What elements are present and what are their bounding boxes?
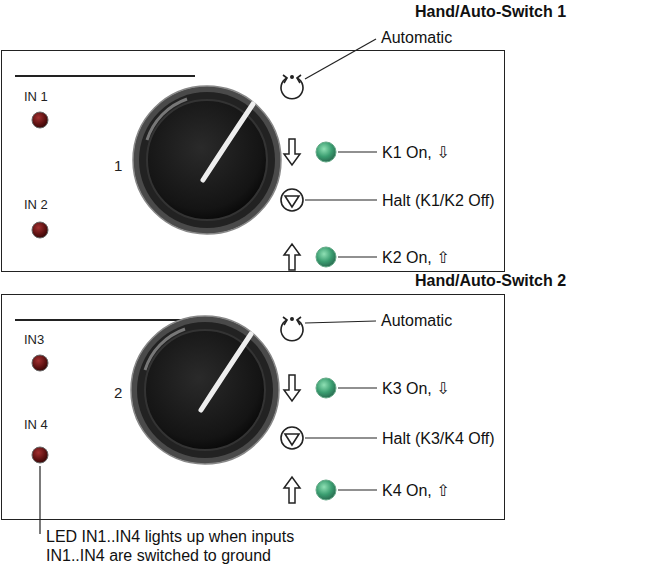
input-label: IN 1 (24, 89, 48, 104)
mode-label: Halt (K3/K4 Off) (382, 429, 495, 448)
panel-1-art (15, 39, 377, 270)
input-label: IN 4 (24, 417, 48, 432)
switch-number: 1 (114, 157, 122, 174)
mode-label: K2 On, ⇧ (382, 248, 450, 267)
switch-title: Hand/Auto-Switch 1 (415, 2, 566, 21)
mode-label: Halt (K1/K2 Off) (382, 191, 495, 210)
switch-title: Hand/Auto-Switch 2 (415, 271, 566, 290)
mode-label: K3 On, ⇩ (382, 379, 450, 398)
mode-label: Automatic (381, 311, 452, 330)
note-text: LED IN1..IN4 lights up when inputs IN1..… (46, 527, 346, 565)
input-label: IN 2 (24, 197, 48, 212)
mode-label: Automatic (381, 28, 452, 47)
mode-label: K4 On, ⇧ (382, 481, 450, 500)
input-label: IN3 (24, 332, 44, 347)
switch-number: 2 (114, 384, 122, 401)
panel-2-art (15, 316, 377, 534)
mode-label: K1 On, ⇩ (382, 143, 450, 162)
